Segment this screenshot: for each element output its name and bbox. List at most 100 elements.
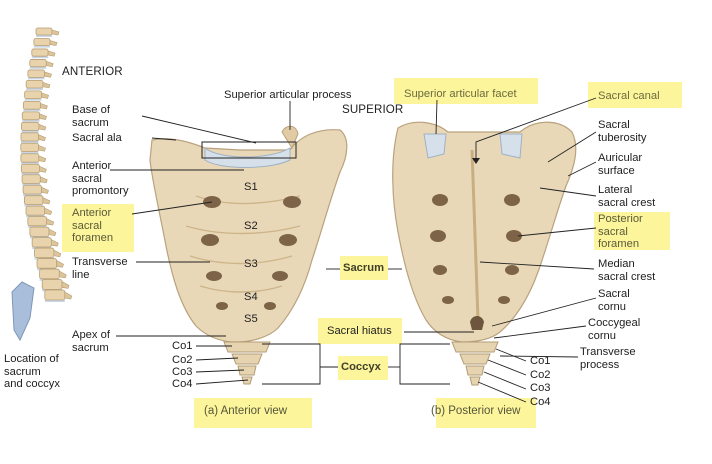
label-co3-posterior: Co3 bbox=[530, 382, 551, 394]
intervertebral-disc bbox=[23, 194, 42, 196]
label-co1-anterior: Co1 bbox=[172, 340, 193, 352]
vertebra bbox=[39, 268, 60, 280]
location-caption: Location of sacrum and coccyx bbox=[4, 353, 60, 391]
spinous-process bbox=[39, 165, 47, 173]
label-s3: S3 bbox=[244, 258, 258, 270]
label-co4-anterior: Co4 bbox=[172, 378, 193, 390]
intervertebral-disc bbox=[24, 204, 43, 207]
intervertebral-disc bbox=[22, 183, 41, 186]
intervertebral-disc bbox=[27, 77, 45, 80]
label-posterior-sacral-foramen: Posterior sacral foramen bbox=[598, 213, 643, 251]
label-coccygeal-cornu: Coccygeal cornu bbox=[588, 317, 641, 342]
intervertebral-disc bbox=[20, 151, 39, 154]
label-sacrum: Sacrum bbox=[343, 262, 385, 274]
vertebra bbox=[20, 132, 39, 142]
label-anterior-sacral-promontory: Anterior sacral promontory bbox=[72, 160, 129, 198]
label-co1-posterior: Co1 bbox=[530, 355, 551, 367]
intervertebral-disc bbox=[33, 45, 51, 48]
spine-sacrum-highlight bbox=[11, 281, 35, 342]
vertebra bbox=[25, 80, 44, 89]
intervertebral-disc bbox=[36, 35, 52, 37]
highlight-sacrum bbox=[340, 256, 388, 280]
spinous-process bbox=[38, 144, 46, 152]
label-median-sacral-crest: Median sacral crest bbox=[598, 258, 656, 283]
label-co3-anterior: Co3 bbox=[172, 366, 193, 378]
spinous-process bbox=[61, 281, 70, 289]
spinous-process bbox=[38, 134, 46, 141]
label-co2-anterior: Co2 bbox=[172, 354, 193, 366]
spinous-process bbox=[48, 228, 57, 236]
highlight-anterior-view bbox=[194, 398, 312, 428]
spinous-process bbox=[49, 40, 58, 46]
highlight-posterior-view bbox=[436, 398, 536, 428]
vertebra bbox=[21, 174, 41, 184]
highlight-superior-articular-facet bbox=[394, 78, 538, 104]
spinous-process bbox=[41, 92, 49, 99]
label-s5: S5 bbox=[244, 313, 258, 325]
intervertebral-disc bbox=[20, 162, 39, 165]
spinous-process bbox=[45, 61, 54, 68]
vertebra bbox=[25, 205, 46, 216]
vertebra bbox=[44, 289, 66, 301]
label-sacral-cornu: Sacral cornu bbox=[598, 288, 630, 313]
label-coccyx: Coccyx bbox=[341, 361, 381, 373]
intervertebral-disc bbox=[31, 56, 49, 59]
spinous-process bbox=[56, 260, 64, 268]
vertebra bbox=[20, 142, 39, 152]
intervertebral-disc bbox=[26, 88, 43, 90]
vertebra bbox=[31, 48, 49, 57]
spinous-process bbox=[38, 123, 47, 131]
spinous-process bbox=[38, 155, 47, 163]
label-co2-posterior: Co2 bbox=[530, 369, 551, 381]
vertebra bbox=[31, 237, 52, 248]
vertebra bbox=[24, 195, 44, 205]
spinous-process bbox=[44, 207, 53, 215]
label-base-of-sacrum: Base of sacrum bbox=[72, 104, 110, 129]
label-s2: S2 bbox=[244, 220, 258, 232]
intervertebral-disc bbox=[24, 98, 42, 101]
label-lateral-sacral-crest: Lateral sacral crest bbox=[598, 184, 656, 209]
intervertebral-disc bbox=[23, 109, 41, 112]
highlight-coccyx bbox=[338, 356, 388, 380]
label-s1: S1 bbox=[244, 181, 258, 193]
label-auricular-surface: Auricular surface bbox=[598, 152, 643, 177]
label-sacral-canal: Sacral canal bbox=[598, 90, 660, 102]
label-superior-articular-facet: Superior articular facet bbox=[404, 88, 517, 100]
vertebra bbox=[22, 100, 41, 110]
label-apex-of-sacrum: Apex of sacrum bbox=[72, 329, 110, 354]
vertebra bbox=[24, 90, 42, 99]
highlight-sacral-hiatus bbox=[318, 318, 402, 344]
anterior-sacrum-drawing bbox=[149, 125, 348, 385]
highlight-anterior-sacral-foramen bbox=[62, 204, 134, 252]
vertebra bbox=[29, 226, 50, 237]
label-s4: S4 bbox=[244, 291, 258, 303]
highlight-sacral-canal bbox=[588, 82, 682, 108]
vertebra bbox=[33, 38, 51, 46]
spinous-process bbox=[64, 291, 73, 300]
vertebra bbox=[20, 163, 40, 174]
vertebra bbox=[21, 121, 40, 131]
label-superior-articular-process: Superior articular process bbox=[224, 89, 352, 101]
leader-lines bbox=[110, 97, 597, 403]
caption-posterior-view: (b) Posterior view bbox=[431, 405, 521, 417]
label-sacral-hiatus: Sacral hiatus bbox=[327, 325, 392, 337]
spinous-process bbox=[53, 249, 62, 258]
spinous-process bbox=[47, 50, 56, 57]
intervertebral-disc bbox=[25, 215, 45, 218]
label-transverse-line: Transverse line bbox=[72, 256, 128, 281]
highlight-posterior-sacral-foramen bbox=[594, 212, 670, 250]
vertebra bbox=[21, 111, 40, 121]
vertebra bbox=[27, 216, 48, 227]
anterior-heading: ANTERIOR bbox=[62, 65, 123, 78]
vertebra bbox=[36, 258, 57, 269]
intervertebral-disc bbox=[29, 66, 47, 69]
spinous-process bbox=[42, 81, 51, 89]
intervertebral-disc bbox=[20, 141, 39, 143]
spinous-process bbox=[42, 197, 51, 205]
vertebral-column bbox=[11, 27, 73, 342]
superior-heading: SUPERIOR bbox=[342, 103, 404, 116]
label-sacral-tuberosity: Sacral tuberosity bbox=[598, 119, 647, 144]
intervertebral-disc bbox=[22, 119, 40, 122]
spinous-process bbox=[39, 113, 47, 120]
